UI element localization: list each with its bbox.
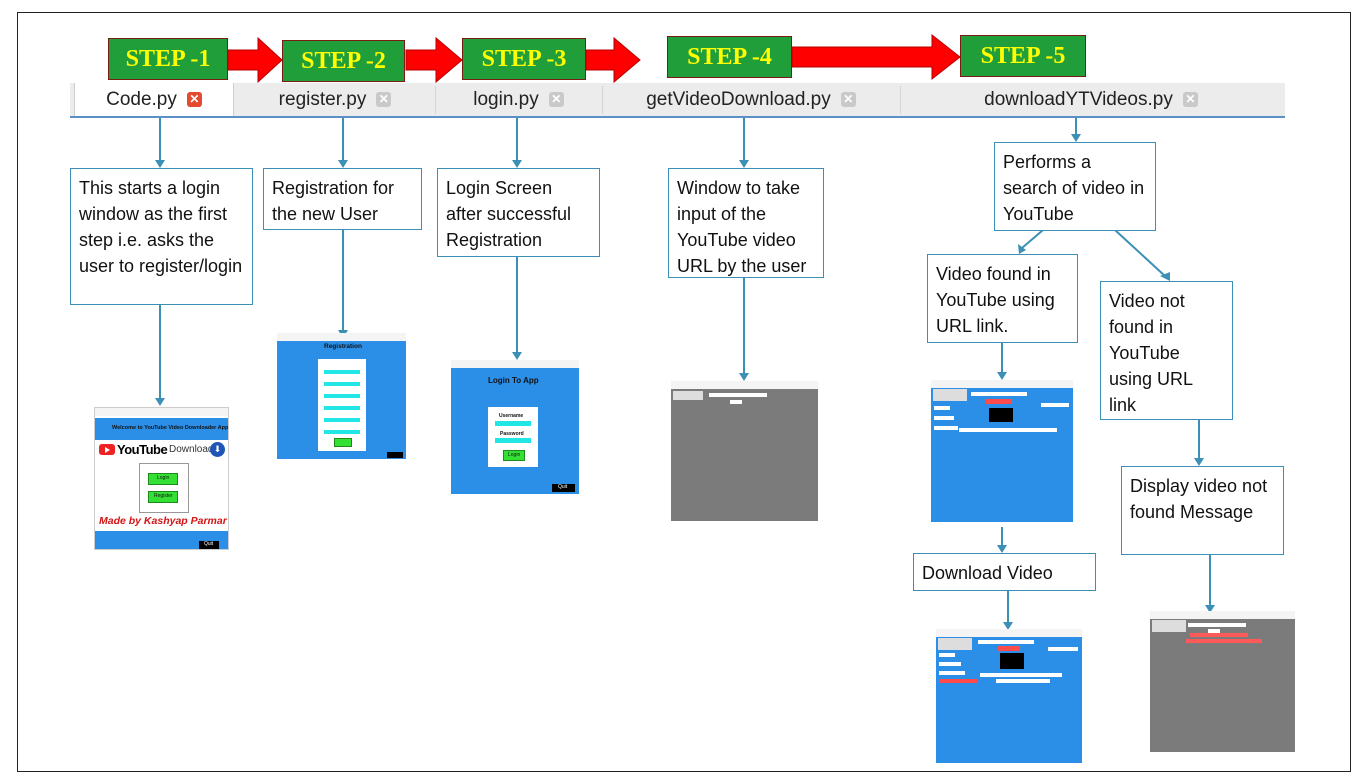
tab-label: getVideoDownload.py	[646, 88, 831, 110]
login-button[interactable]: Login	[503, 450, 525, 461]
welcome-window-screenshot: Welcome to YouTube Video Downloader App …	[94, 407, 229, 550]
window-titlebar	[95, 408, 228, 416]
tab-label: Code.py	[106, 88, 177, 110]
tab-divider	[435, 86, 436, 114]
password-input[interactable]	[495, 438, 531, 443]
password-label: Password	[500, 431, 524, 437]
step-arrow-1	[227, 36, 283, 84]
step-2-badge: STEP -2	[282, 40, 405, 82]
registration-title: Registration	[324, 343, 362, 350]
tab-underline	[70, 116, 1285, 118]
close-icon[interactable]: ✕	[548, 92, 564, 107]
url-input[interactable]	[709, 393, 767, 397]
conn-search-notfound	[1114, 229, 1166, 277]
step-arrow-3	[585, 36, 641, 84]
video-not-found-screenshot	[1150, 611, 1295, 752]
display-description: Display video not found Message	[1121, 466, 1284, 555]
search-button[interactable]	[730, 400, 742, 404]
window-titlebar	[671, 381, 818, 389]
code-description: This starts a login window as the first …	[70, 168, 253, 305]
getvideo-description: Window to take input of the YouTube vide…	[668, 168, 824, 278]
getvideo-window-screenshot	[671, 381, 818, 521]
login-title: Login To App	[488, 376, 539, 385]
window-titlebar	[936, 629, 1082, 637]
made-by-text: Made by Kashyap Parmar	[99, 515, 227, 527]
login-description: Login Screen after successful Registrati…	[437, 168, 600, 257]
registration-window-screenshot: Registration	[277, 333, 406, 459]
conn-search-found	[1021, 229, 1044, 249]
register-description: Registration for the new User	[263, 168, 422, 230]
tab-getvideodownload[interactable]: getVideoDownload.py ✕	[603, 83, 899, 116]
welcome-quit-button[interactable]: Quit	[199, 541, 219, 549]
tab-label: register.py	[278, 88, 367, 110]
brand-text: YouTube	[117, 442, 168, 457]
found-description: Video found in YouTube using URL link.	[927, 254, 1078, 343]
registration-quit-button[interactable]	[387, 452, 403, 458]
close-icon[interactable]: ✕	[186, 92, 202, 107]
window-titlebar	[277, 333, 406, 341]
brand-suffix: Downloader	[169, 444, 223, 455]
download-video-screenshot	[936, 629, 1082, 763]
login-quit-button[interactable]: Quit	[552, 484, 575, 492]
login-window-screenshot: Login To App Username Password Login Qui…	[451, 360, 579, 494]
tab-register[interactable]: register.py ✕	[236, 83, 434, 116]
tab-login[interactable]: login.py ✕	[436, 83, 601, 116]
video-found-screenshot	[931, 380, 1073, 522]
step-1-badge: STEP -1	[108, 38, 228, 80]
close-icon[interactable]: ✕	[1182, 92, 1198, 107]
editor-tab-bar	[70, 83, 1285, 117]
tab-code[interactable]: Code.py ✕	[74, 83, 234, 116]
download-description: Download Video	[913, 553, 1096, 591]
welcome-login-button[interactable]: Login	[148, 473, 178, 485]
window-titlebar	[1150, 611, 1295, 619]
close-icon[interactable]: ✕	[840, 92, 856, 107]
diagram-frame	[17, 12, 1351, 772]
username-label: Username	[499, 413, 524, 419]
step-4-badge: STEP -4	[667, 36, 792, 78]
step-arrow-4	[791, 33, 961, 81]
window-titlebar	[931, 380, 1073, 388]
step-arrow-2	[405, 36, 463, 84]
step-3-badge: STEP -3	[462, 38, 586, 80]
tab-divider	[900, 86, 901, 114]
registration-submit-button[interactable]	[334, 438, 352, 447]
close-icon[interactable]: ✕	[376, 92, 392, 107]
search-description: Performs a search of video in YouTube	[994, 142, 1156, 231]
tab-downloadytvideos[interactable]: downloadYTVideos.py ✕	[901, 83, 1281, 116]
tab-label: downloadYTVideos.py	[984, 88, 1173, 110]
welcome-register-button[interactable]: Register	[148, 491, 178, 503]
window-titlebar	[451, 360, 579, 368]
tab-label: login.py	[473, 88, 539, 110]
download-icon: ⬇	[210, 442, 225, 457]
notfound-description: Video not found in YouTube using URL lin…	[1100, 281, 1233, 420]
step-5-badge: STEP -5	[960, 35, 1086, 77]
tab-divider	[602, 86, 603, 114]
username-input[interactable]	[495, 421, 531, 426]
youtube-logo	[99, 444, 115, 455]
welcome-title: Welcome to YouTube Video Downloader App	[112, 425, 229, 431]
